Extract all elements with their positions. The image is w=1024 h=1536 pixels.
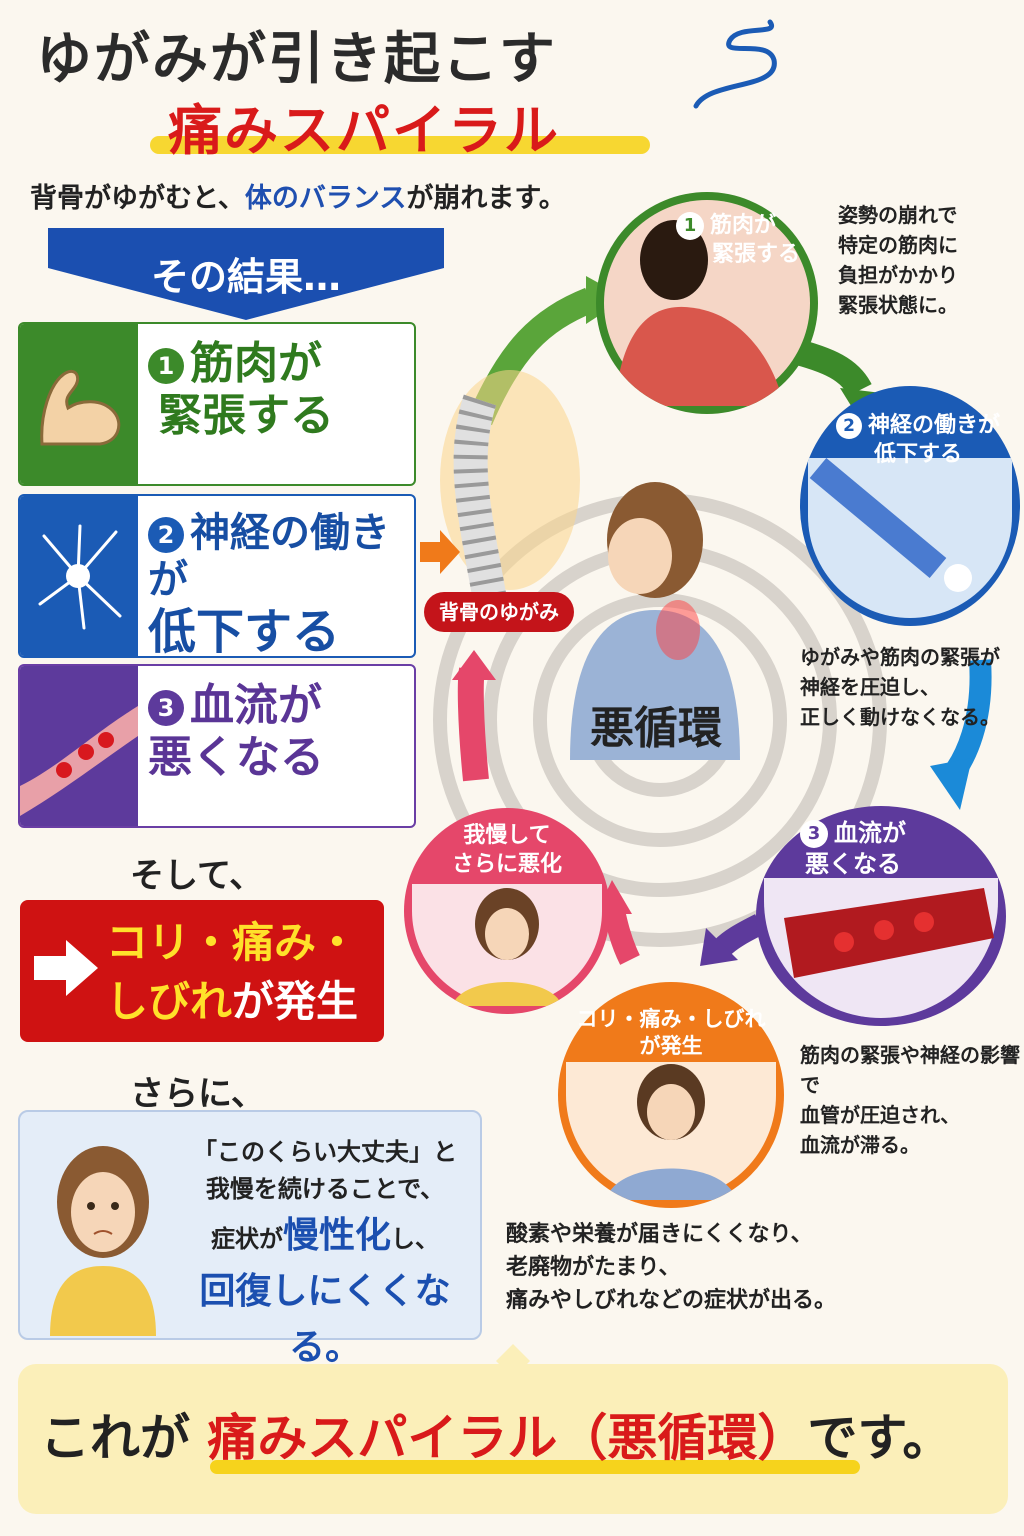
symptom-part2: しびれ xyxy=(106,976,233,1026)
blood-vessel-icon xyxy=(20,706,138,816)
speech-line3: 症状が慢性化し、 xyxy=(210,1215,439,1257)
card-line2: 悪くなる xyxy=(148,731,324,783)
arrowhead-purple xyxy=(700,928,738,966)
arrow-pink-2 xyxy=(457,667,489,782)
woman-pain-icon xyxy=(606,1064,736,1200)
symptom-box: コリ・痛み・ しびれが発生 xyxy=(20,900,384,1042)
card-side xyxy=(20,666,138,826)
arrowhead-pink-2 xyxy=(452,650,496,680)
down-arrow-icon xyxy=(48,228,444,320)
step4-caption: 酸素や栄養が届きにくくなり、老廃物がたまり、痛みやしびれなどの症状が出る。 xyxy=(506,1222,837,1313)
symptom-part3: が発生 xyxy=(232,976,359,1026)
step5-circle xyxy=(404,808,610,1014)
speech-box: 「このくらい大丈夫」と 我慢を続けることで、 症状が慢性化し、 回復しにくくなる… xyxy=(18,1110,482,1368)
sarani-label: さらに、 xyxy=(130,1074,265,1114)
step4-label: コリ・痛み・しびれが発生 xyxy=(576,1007,766,1059)
neuron-icon xyxy=(38,524,122,630)
intro-text: 背骨がゆがむと、体のバランスが崩れます。 xyxy=(30,183,566,214)
woman-worried-icon xyxy=(50,1146,156,1336)
step1-caption: 姿勢の崩れで特定の筋肉に 負担がかかり緊張状態に。 xyxy=(838,203,958,317)
spine-badge: 背骨のゆがみ xyxy=(424,592,574,632)
pain-image xyxy=(566,1062,776,1200)
result-label: その結果… xyxy=(150,255,341,299)
card-line1: 血流が xyxy=(190,680,322,731)
conclusion-text: これが 痛みスパイラル（悪循環）です。 xyxy=(40,1409,953,1467)
step4-circle xyxy=(558,982,784,1208)
soshite-label: そして、 xyxy=(130,856,264,896)
title-underline xyxy=(150,136,650,154)
card-line2: 低下する xyxy=(148,604,341,658)
arrowhead-blue xyxy=(930,758,972,810)
worsen-image xyxy=(412,884,602,1006)
woman-neck-pain-icon xyxy=(570,482,740,760)
number-badge: 3 xyxy=(148,690,184,726)
card-side xyxy=(20,324,138,484)
orange-arrow-icon xyxy=(420,530,460,574)
spine-illustration xyxy=(440,370,580,603)
right-arrow-icon xyxy=(34,940,98,996)
blood-image xyxy=(764,878,998,1018)
symptom-part1: コリ・痛み・ xyxy=(106,918,359,967)
step3-circle xyxy=(756,806,1006,1026)
page-title: ゆがみが引き起こす xyxy=(36,27,557,92)
number-badge: 2 xyxy=(148,517,184,553)
diamond-icon xyxy=(496,1344,530,1378)
page-subtitle: 痛みスパイラル xyxy=(168,99,560,162)
conclusion-underline xyxy=(210,1460,860,1474)
card-line1: 筋肉が xyxy=(190,338,322,389)
step2-caption: ゆがみや筋肉の緊張が神経を圧迫し、正しく動けなくなる。 xyxy=(800,645,1000,729)
speech-line2: 我慢を続けることで、 xyxy=(205,1175,445,1204)
number-badge: 1 xyxy=(148,348,184,384)
muscle-back-image xyxy=(604,200,810,406)
nerve-compression-icon xyxy=(809,458,972,592)
step3-caption: 筋肉の緊張や神経の影響で血管が圧迫され、血流が滞る。 xyxy=(800,1043,1020,1157)
arrow-purple xyxy=(714,914,765,956)
step5-label: 我慢してさらに悪化 xyxy=(451,823,562,877)
woman-headache-icon xyxy=(452,888,562,1006)
card-side xyxy=(20,496,138,656)
center-label: 悪循環 xyxy=(590,703,722,754)
spiral-icon xyxy=(693,19,777,109)
step1-circle xyxy=(596,192,818,414)
arm-muscle-icon xyxy=(40,369,121,446)
back-muscle-icon xyxy=(614,220,784,406)
nerve-image xyxy=(808,458,1012,618)
speech-line4: 回復しにくくなる。 xyxy=(199,1271,451,1368)
card-line1: 神経の働きが xyxy=(148,510,390,604)
card-line2: 緊張する xyxy=(158,389,334,441)
blood-cells-icon xyxy=(784,888,994,978)
conclusion-banner xyxy=(18,1364,1008,1514)
speech-line1: 「このくらい大丈夫」と xyxy=(193,1138,457,1166)
